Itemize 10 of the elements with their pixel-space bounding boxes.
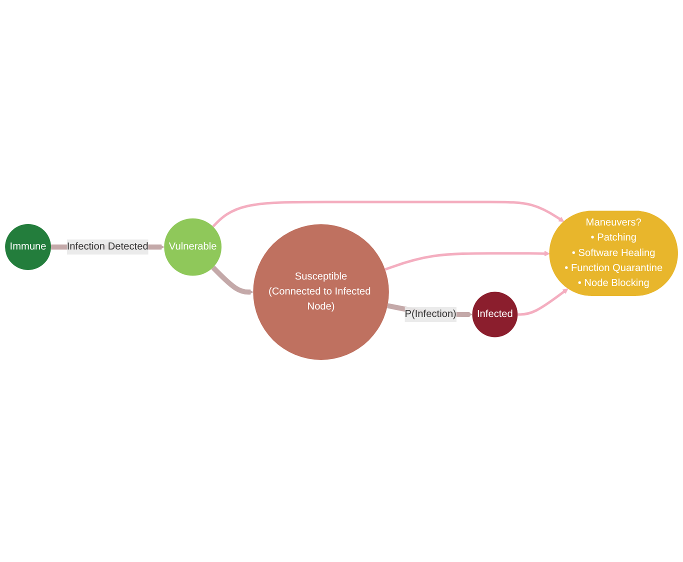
node-circle: Susceptible (Connected to Infected Node): [253, 224, 389, 360]
edge-label: Infection Detected: [66, 241, 148, 252]
arrow: [518, 288, 568, 316]
node-circle: Infected: [472, 292, 518, 338]
arrow: [212, 200, 564, 228]
node-circle: Immune: [5, 224, 52, 270]
arrow: [384, 250, 550, 271]
arrow: [211, 266, 254, 295]
edge-label: P(Infection): [404, 308, 456, 320]
node-circle: Vulnerable: [164, 218, 222, 276]
